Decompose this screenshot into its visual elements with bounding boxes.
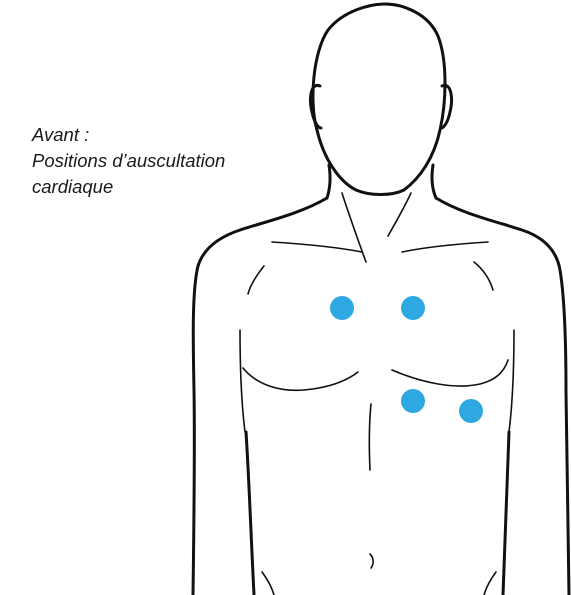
navel [370, 554, 373, 568]
neck-tendon-left [342, 193, 366, 262]
right-deltoid-line [474, 262, 493, 290]
right-torso-side [503, 432, 509, 595]
neck-right [432, 165, 436, 198]
right-inner-arm [509, 330, 514, 432]
right-shoulder-arm [436, 198, 569, 595]
left-pectoral [243, 368, 358, 390]
auscultation-point-aortic [330, 296, 354, 320]
left-shoulder-arm [193, 198, 327, 595]
neck-left [327, 165, 330, 198]
left-collarbone [272, 242, 362, 252]
auscultation-point-pulmonary [401, 296, 425, 320]
head-outline [313, 4, 445, 195]
sternum-line [369, 404, 371, 470]
right-lower-crease [484, 572, 496, 595]
right-collarbone [402, 242, 488, 252]
auscultation-point-tricuspid [401, 389, 425, 413]
right-pectoral [392, 360, 508, 386]
left-ear [311, 85, 321, 128]
left-deltoid-line [248, 266, 264, 294]
left-torso-side [246, 432, 254, 595]
left-lower-crease [262, 572, 274, 595]
auscultation-point-mitral [459, 399, 483, 423]
neck-tendon-right [388, 193, 411, 236]
left-inner-arm [240, 330, 245, 432]
